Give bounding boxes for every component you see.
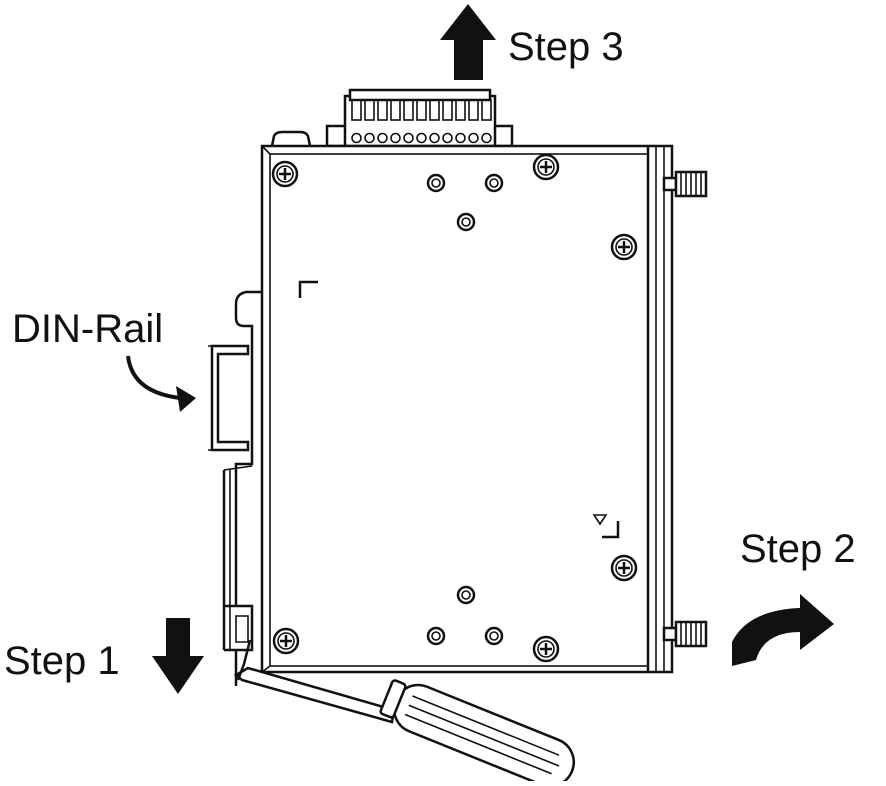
terminal-slot [429,99,440,121]
terminal-slot [455,99,466,121]
din-rail-label: DIN-Rail [12,307,163,351]
antenna-connectors [662,170,708,648]
terminal-slot [403,99,414,121]
screw-icon [271,160,299,188]
screwdriver [233,639,575,786]
terminal-screw [416,132,427,144]
terminal-slot [377,99,388,121]
terminal-slot [416,99,427,121]
step1-label: Step 1 [4,639,120,683]
housing-screws [271,153,638,663]
step1-down-arrow [152,618,204,694]
screw-icon [532,153,560,181]
screw-icon [532,635,560,663]
hole-icon [426,626,446,646]
terminal-block [325,88,514,148]
step2-rotate-arrow [732,594,834,666]
screw-icon [272,627,300,655]
hole-icon [484,173,504,193]
terminal-screw [468,132,479,144]
hole-icon [456,585,476,605]
corner-mark-bottom [602,521,620,539]
terminal-screw [403,132,414,144]
top-tab [270,130,312,147]
triangle-marker-icon [592,514,608,526]
din-rail-profile [208,344,250,452]
terminal-screw [390,132,401,144]
terminal-screw [455,132,466,144]
step2-label: Step 2 [740,527,856,571]
mounting-holes [426,173,504,646]
terminal-slot [481,99,492,121]
hole-icon [426,173,446,193]
terminal-slot [442,99,453,121]
terminal-screw [364,132,375,144]
terminal-screw [442,132,453,144]
device-housing [260,144,674,674]
terminal-slot [468,99,479,121]
terminal-slot [364,99,375,121]
hole-icon [456,212,476,232]
terminal-screw [481,132,492,144]
screw-icon [610,233,638,261]
din-rail-bracket [222,290,262,652]
antenna-connector-icon [662,620,708,648]
terminal-slot [351,99,362,121]
terminal-screw [377,132,388,144]
screw-icon [610,554,638,582]
step3-label: Step 3 [508,25,624,69]
hole-icon [484,626,504,646]
terminal-screw [351,132,362,144]
corner-mark-top [298,280,318,298]
antenna-connector-icon [662,170,708,198]
terminal-screw [429,132,440,144]
step3-up-arrow [440,4,496,80]
din-rail-pointer-arrow [126,355,196,412]
terminal-slot [390,99,401,121]
